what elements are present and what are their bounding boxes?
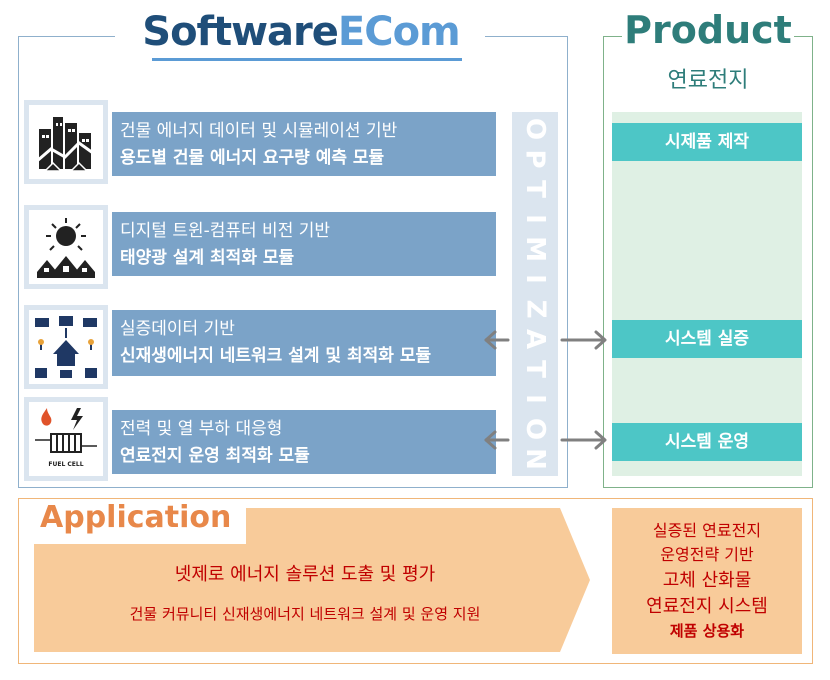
module-building-energy-line2: 용도별 건물 에너지 요구량 예측 모듈 xyxy=(120,148,385,168)
product-panel xyxy=(612,112,802,476)
software-title: SoftwareECom xyxy=(120,8,482,56)
software-title-part2: ECom xyxy=(337,9,461,55)
application-frame xyxy=(18,498,813,664)
application-line2: 건물 커뮤니티 신재생에너지 네트워크 설계 및 운영 지원 xyxy=(129,605,481,623)
application-box-line3: 고체 산화물 xyxy=(662,570,752,591)
city-buildings-icon xyxy=(24,100,108,184)
module-digital-twin-solar-line2: 태양광 설계 최적화 모듈 xyxy=(120,248,295,268)
application-title: Application xyxy=(40,500,232,535)
software-title-underline xyxy=(152,58,462,61)
product-subtitle: 연료전지 xyxy=(667,68,749,93)
module-renewable-network-line2: 신재생에너지 네트워크 설계 및 최적화 모듈 xyxy=(120,346,432,366)
product-item-operation: 시스템 운영 xyxy=(612,423,802,461)
application-result-box xyxy=(612,508,802,654)
optimization-bar xyxy=(512,112,558,476)
solar-houses-icon xyxy=(24,205,108,289)
product-title-mask xyxy=(622,8,794,54)
application-arrow-shape xyxy=(34,508,590,652)
module-fuel-cell-operation-line2: 연료전지 운영 최적화 모듈 xyxy=(120,446,310,466)
product-title: Product xyxy=(624,8,792,52)
software-title-mask xyxy=(115,8,485,60)
fuel-cell-icon: FUEL CELL xyxy=(24,397,108,481)
module-renewable-network: 실증데이터 기반 신재생에너지 네트워크 설계 및 최적화 모듈 xyxy=(112,310,496,376)
application-box-line5: 제품 상용화 xyxy=(669,622,745,640)
application-box-line1: 실증된 연료전지 xyxy=(652,521,762,540)
module-digital-twin-solar-line1: 디지털 트윈-컴퓨터 비전 기반 xyxy=(120,221,331,241)
module-building-energy: 건물 에너지 데이터 및 시뮬레이션 기반 용도별 건물 에너지 요구량 예측 … xyxy=(112,112,496,176)
software-title-part1: Software xyxy=(142,9,339,55)
energy-network-icon xyxy=(24,305,108,389)
module-renewable-network-line1: 실증데이터 기반 xyxy=(120,319,235,339)
module-digital-twin-solar: 디지털 트윈-컴퓨터 비전 기반 태양광 설계 최적화 모듈 xyxy=(112,212,496,276)
application-box-line2: 운영전략 기반 xyxy=(660,545,754,564)
application-box-line4: 연료전지 시스템 xyxy=(646,596,768,617)
fuel-cell-icon-label: FUEL CELL xyxy=(48,461,83,468)
module-fuel-cell-operation-line1: 전력 및 열 부하 대응형 xyxy=(120,419,283,439)
product-item-demonstration: 시스템 실증 xyxy=(612,320,802,358)
module-fuel-cell-operation: 전력 및 열 부하 대응형 연료전지 운영 최적화 모듈 xyxy=(112,410,496,474)
module-building-energy-line1: 건물 에너지 데이터 및 시뮬레이션 기반 xyxy=(120,121,398,141)
product-item-prototype: 시제품 제작 xyxy=(612,123,802,161)
application-line1: 넷제로 에너지 솔루션 도출 및 평가 xyxy=(174,564,436,585)
